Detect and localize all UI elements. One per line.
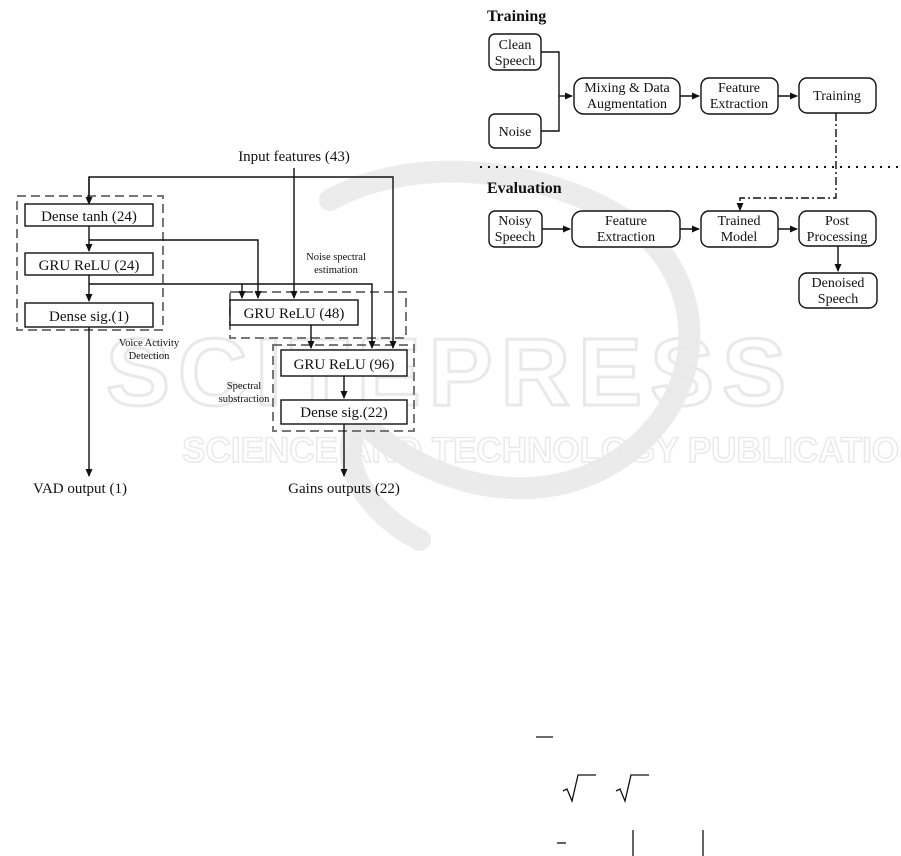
dense-sig1-box [24,302,154,328]
clean-to-merge [541,51,560,96]
eval-feature-label-1: Feature [605,214,647,229]
equation-fragments [536,736,704,856]
dense-tanh-to-gru2 [89,239,262,299]
gains-output-label: Gains outputs (22) [288,481,400,497]
sqrt-sign-1 [562,774,596,804]
dense-sig22-label: Dense sig.(22) [300,405,387,421]
eval-feature-box [571,210,681,248]
trained-model-label-1: Trained [717,214,760,229]
evaluation-header: Evaluation [487,180,562,197]
watermark-tagline: SCIENCE AND TECHNOLOGY PUBLICATIONS [182,431,901,470]
pipeline-diagram [480,33,898,309]
mixing-label-2: Augmentation [587,97,667,112]
post-processing-label-2: Processing [807,230,868,245]
eval-feature-label-2: Extraction [597,230,655,245]
input-features-label: Input features (43) [238,149,350,165]
gru1-box [24,252,154,276]
denoised-speech-label-1: Denoised [812,276,865,291]
mixing-label-1: Mixing & Data [584,81,670,96]
dense-sig22-box [280,399,408,425]
gru1-to-gru3 [242,283,376,349]
training-header: Training [487,8,546,25]
spectral-group-label-2: substraction [219,394,270,405]
gru3-label: GRU ReLU (96) [294,357,395,373]
training-to-trained-model [736,113,837,211]
noise-box [488,113,542,149]
trained-model-label-2: Model [721,230,758,245]
denoised-speech-label-2: Speech [818,292,858,307]
sqrt-sign-2 [615,774,649,804]
watermark-brand: SCITEPRESS [106,319,794,426]
training-label: Training [813,89,861,104]
pipeline-labels: Training Evaluation Clean Speech Noise M… [487,8,867,307]
feature-extraction-box [700,77,779,115]
noise-label: Noise [499,125,532,140]
feature-extraction-label-2: Extraction [710,97,768,112]
gru3-box [280,349,408,377]
gru1-to-gru2 [89,283,246,299]
noisy-speech-label-1: Noisy [498,214,531,229]
gru2-label: GRU ReLU (48) [244,306,345,322]
dense-tanh-box [24,203,154,227]
vad-group-label-2: Detection [129,351,171,362]
dense-sig1-label: Dense sig.(1) [49,309,129,325]
mixing-box [573,77,681,115]
noise-to-merge [541,96,560,132]
spectral-group-label-1: Spectral [227,381,261,392]
watermark-swoosh [319,160,701,551]
rnn-architecture-diagram [16,168,415,477]
post-processing-box [798,210,877,247]
trained-model-box [700,210,779,248]
feature-extraction-label-1: Feature [718,81,760,96]
noisy-speech-box [488,210,543,248]
noise-group-label-2: estimation [314,265,358,276]
clean-speech-label-2: Speech [495,54,535,69]
clean-speech-box [488,33,542,71]
watermark: SCITEPRESS SCIENCE AND TECHNOLOGY PUBLIC… [104,160,901,551]
vad-group-label-1: Voice Activity [119,338,180,349]
dense-tanh-label: Dense tanh (24) [41,209,137,225]
gru2-box [229,299,359,326]
gru1-label: GRU ReLU (24) [39,258,140,274]
clean-speech-label-1: Clean [499,38,532,53]
noise-group-label-1: Noise spectral [306,252,366,263]
rnn-labels: Input features (43) Dense tanh (24) GRU … [33,149,400,497]
vad-output-label: VAD output (1) [33,481,127,497]
training-box [798,77,877,114]
vad-group-box [16,195,164,331]
noisy-speech-label-2: Speech [495,230,535,245]
denoised-speech-box [798,272,878,309]
post-processing-label-1: Post [825,214,849,229]
